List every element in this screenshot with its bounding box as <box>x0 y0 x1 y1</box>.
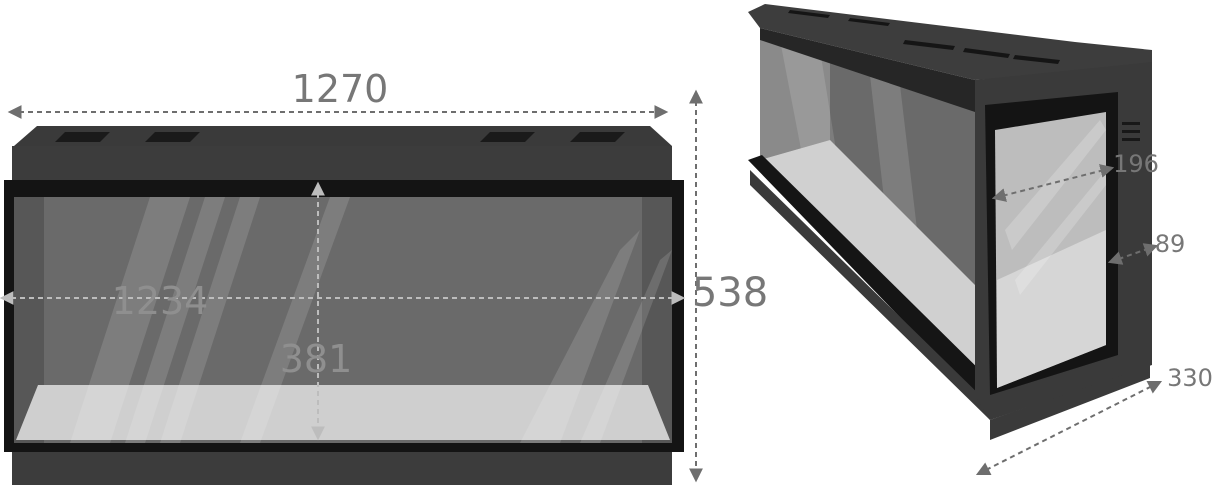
front-top-lid <box>14 126 672 146</box>
frame-width-label: 196 <box>1113 150 1159 178</box>
front-dimensions: 1270 538 1234 381 <box>0 67 768 483</box>
inner-width-label: 1234 <box>112 279 209 323</box>
frame-width-line <box>991 164 1115 202</box>
side-bottom-rail <box>748 155 995 400</box>
front-view <box>4 126 684 485</box>
inner-height-label: 381 <box>280 337 353 381</box>
side-view <box>748 4 1152 440</box>
side-dimensions: 330 196 89 <box>975 150 1213 476</box>
frame-depth-label: 89 <box>1155 230 1186 258</box>
depth-label: 330 <box>1167 364 1213 392</box>
side-left-glass <box>760 30 830 160</box>
side-lid-front <box>760 28 975 112</box>
firebox-floor <box>16 385 670 440</box>
overall-width-label: 1270 <box>292 67 389 111</box>
side-lid-vents <box>788 10 1060 64</box>
overall-height-label: 538 <box>692 270 768 316</box>
front-base <box>12 452 672 485</box>
frame-depth-line <box>1107 243 1159 265</box>
side-end-glass-inner <box>997 230 1106 388</box>
depth-line <box>975 380 1163 476</box>
lid-vents <box>55 132 625 142</box>
side-end-vents <box>1122 122 1140 141</box>
